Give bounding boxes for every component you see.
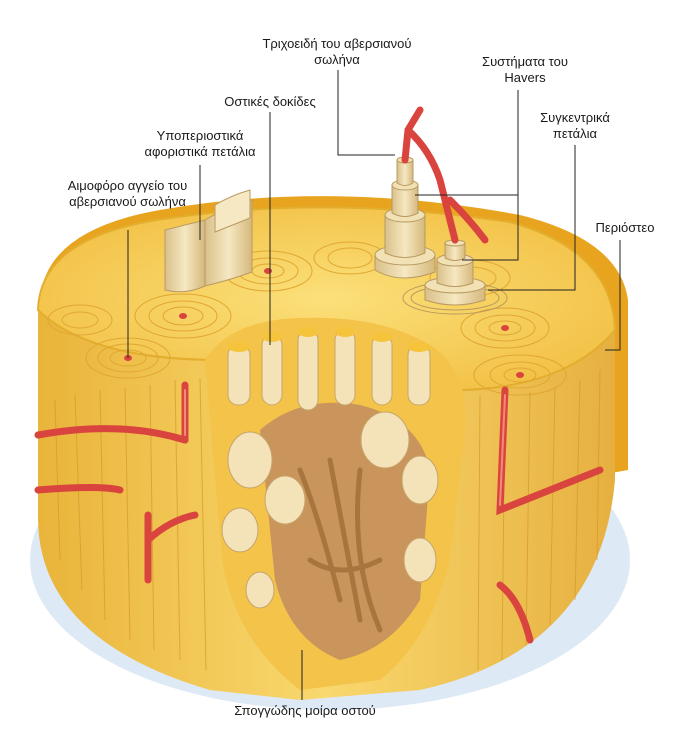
- osteon: [47, 304, 113, 336]
- leader-haversian: [415, 90, 519, 261]
- label-spongy-bone: Σπογγώδης μοίρα οστού: [234, 703, 376, 718]
- osteon: [460, 307, 550, 349]
- label-periosteum: Περιόστεο: [595, 220, 655, 235]
- leader-capillaries: [337, 70, 395, 156]
- osteon: [473, 354, 567, 396]
- label-concentric-lamellae: Συγκεντρικά πετάλια: [540, 110, 610, 141]
- label-blood-vessel: Αιμοφόρο αγγείο του αβερσιανού σωλήνα: [67, 178, 188, 209]
- haversian-system-large: [374, 156, 436, 279]
- trabeculae: [221, 329, 439, 609]
- vessel-highlights: [184, 389, 506, 506]
- leader-lines: [127, 70, 621, 700]
- trabecular-network: [297, 457, 383, 633]
- label-trabeculae: Οστικές δοκίδες: [224, 94, 316, 109]
- trabeculae-caps: [228, 327, 430, 352]
- subperiosteal-lamellae: [164, 189, 253, 293]
- leader-concentric: [488, 145, 576, 291]
- label-subperiosteal-lamellae: Υποπεριοστικά αφοριστικά πετάλια: [144, 128, 256, 159]
- label-haversian-systems: Συστήματα του Havers: [482, 54, 568, 85]
- leader-periosteum: [605, 240, 621, 351]
- osteon: [134, 293, 232, 339]
- label-capillaries: Τριχοειδή του αβερσιανού σωλήνα: [262, 36, 412, 67]
- haversian-system-small: [402, 239, 508, 315]
